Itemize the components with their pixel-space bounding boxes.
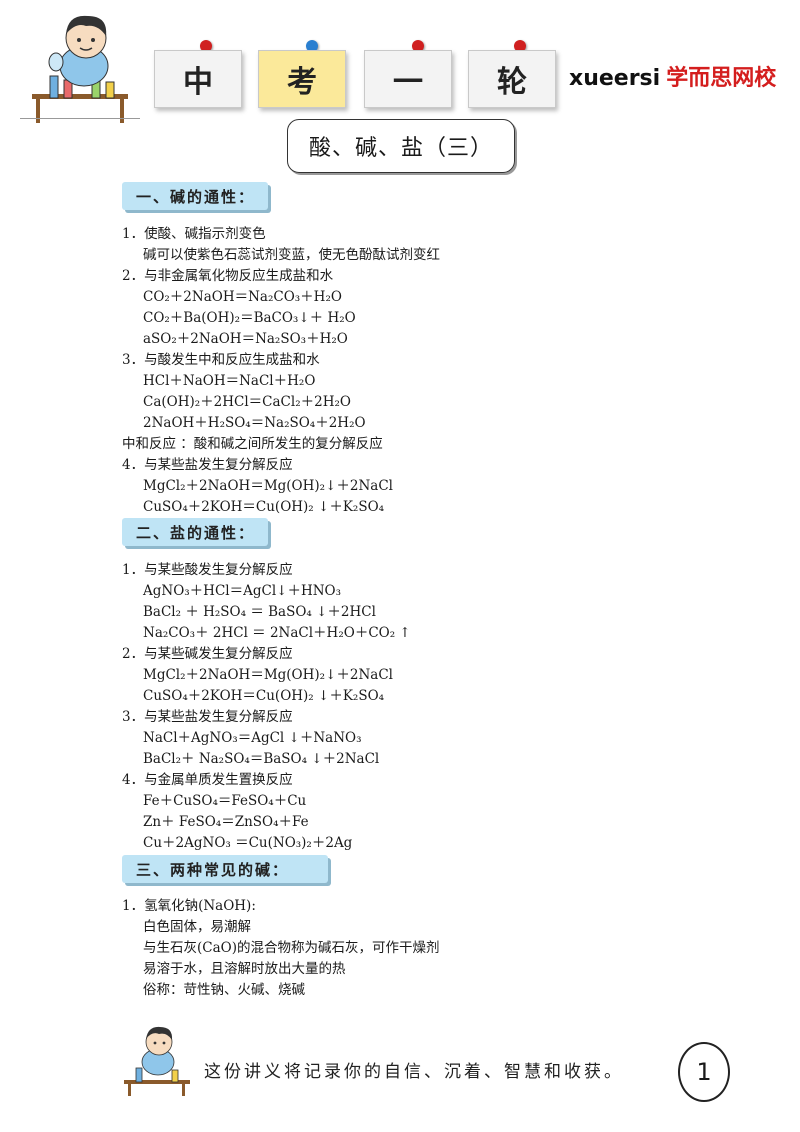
text-line: 3．与某些盐发生复分解反应 (122, 709, 293, 725)
pin-icon (412, 40, 424, 52)
equation: HCl＋NaOH＝NaCl＋H₂O (143, 373, 316, 389)
text-line: 白色固体，易潮解 (143, 919, 251, 935)
equation: 2NaOH＋H₂SO₄＝Na₂SO₄＋2H₂O (143, 415, 366, 431)
equation: Fe＋CuSO₄＝FeSO₄＋Cu (143, 793, 307, 809)
section-heading: 一、碱的通性： (122, 182, 268, 210)
footer-motto: 这份讲义将记录你的自信、沉着、智慧和收获。 (204, 1062, 624, 1082)
header-divider (20, 118, 140, 119)
text-line: 易溶于水，且溶解时放出大量的热 (143, 961, 346, 977)
equation: NaCl＋AgNO₃＝AgCl ↓＋NaNO₃ (143, 730, 362, 746)
equation: Cu＋2AgNO₃ ＝Cu(NO₃)₂＋2Ag (143, 835, 353, 851)
text-line: 1．氢氧化钠(NaOH): (122, 898, 256, 914)
text-line: 3．与酸发生中和反应生成盐和水 (122, 352, 320, 368)
equation: Na₂CO₃＋ 2HCl ＝ 2NaCl＋H₂O＋CO₂ ↑ (143, 625, 411, 641)
equation: MgCl₂＋2NaOH＝Mg(OH)₂↓＋2NaCl (143, 667, 393, 683)
header-note: 一 (364, 50, 452, 108)
text-line: 1．与某些酸发生复分解反应 (122, 562, 293, 578)
section-heading: 三、两种常见的碱： (122, 855, 328, 883)
pin-icon (306, 40, 318, 52)
text-line: 2．与某些碱发生复分解反应 (122, 646, 293, 662)
text-line: 1．使酸、碱指示剂变色 (122, 226, 266, 242)
mascot-illustration (28, 8, 136, 126)
equation: CO₂＋2NaOH＝Na₂CO₃＋H₂O (143, 289, 342, 305)
page-number: 1 (678, 1042, 730, 1102)
header-note: 考 (258, 50, 346, 108)
text-line: 碱可以使紫色石蕊试剂变蓝，使无色酚酞试剂变红 (143, 247, 440, 263)
header-note: 轮 (468, 50, 556, 108)
equation: Ca(OH)₂＋2HCl＝CaCl₂＋2H₂O (143, 394, 351, 410)
brand-en: xueersi (569, 66, 661, 91)
header-note: 中 (154, 50, 242, 108)
equation: CuSO₄＋2KOH＝Cu(OH)₂ ↓＋K₂SO₄ (143, 499, 385, 515)
equation: BaCl₂ ＋ H₂SO₄ ＝ BaSO₄ ↓＋2HCl (143, 604, 376, 620)
equation: CuSO₄＋2KOH＝Cu(OH)₂ ↓＋K₂SO₄ (143, 688, 385, 704)
equation: aSO₂＋2NaOH＝Na₂SO₃＋H₂O (143, 331, 348, 347)
text-line: 与生石灰(CaO)的混合物称为碱石灰，可作干燥剂 (143, 940, 440, 956)
equation: CO₂＋Ba(OH)₂＝BaCO₃↓＋ H₂O (143, 310, 356, 326)
equation: BaCl₂＋ Na₂SO₄＝BaSO₄ ↓＋2NaCl (143, 751, 380, 767)
pin-icon (514, 40, 526, 52)
text-line: 4．与金属单质发生置换反应 (122, 772, 293, 788)
page-title: 酸、碱、盐（三） (287, 119, 515, 173)
equation: AgNO₃＋HCl＝AgCl↓＋HNO₃ (143, 583, 342, 599)
text-line: 2．与非金属氧化物反应生成盐和水 (122, 268, 334, 284)
equation: Zn＋ FeSO₄＝ZnSO₄＋Fe (143, 814, 309, 830)
text-line: 中和反应 ：酸和碱之间所发生的复分解反应 (122, 436, 383, 452)
mascot-illustration (122, 1022, 194, 1096)
section-heading: 二、盐的通性： (122, 518, 268, 546)
equation: MgCl₂＋2NaOH＝Mg(OH)₂↓＋2NaCl (143, 478, 393, 494)
text-line: 俗称：苛性钠、火碱、烧碱 (143, 982, 305, 998)
pin-icon (200, 40, 212, 52)
text-line: 4．与某些盐发生复分解反应 (122, 457, 293, 473)
brand-cn: 学而思网校 (666, 66, 777, 91)
